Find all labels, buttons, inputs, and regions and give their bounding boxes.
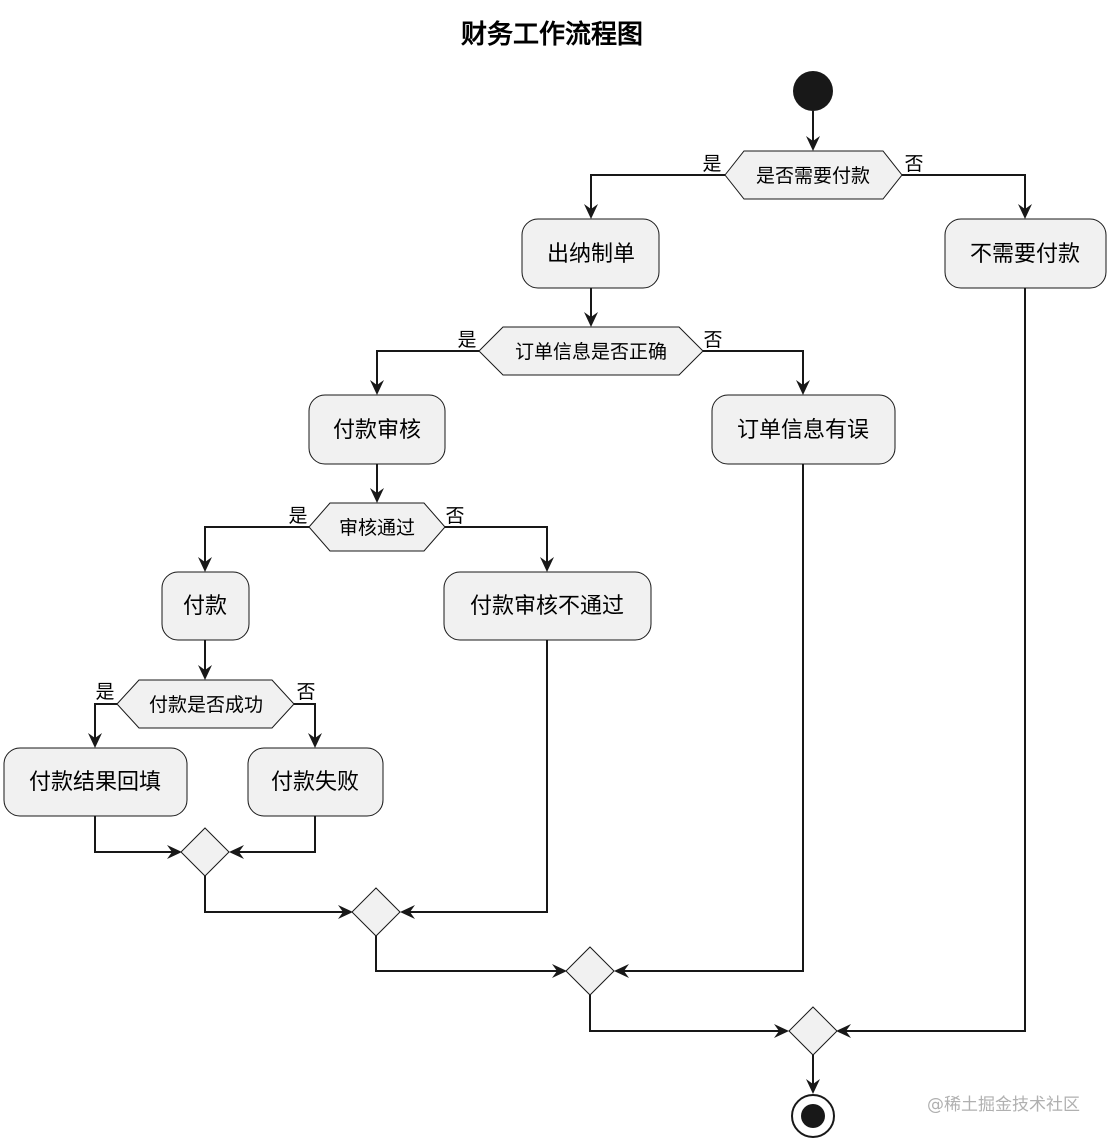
branch-label-no: 否 [904,153,923,175]
flow-pay-success-yes [94,703,117,743]
activity-order-err-label: 订单信息有误 [737,418,869,443]
flow-pay-success-no [294,703,316,743]
branch-label-yes: 是 [702,153,721,175]
activity-no-pay-label: 不需要付款 [970,242,1080,267]
diagram-title: 财务工作流程图 [461,20,643,50]
activity-audit-label: 付款审核 [333,418,421,443]
activity-pay-label: 付款 [183,594,227,619]
arrowhead [552,964,567,978]
decision-need-pay: 是否需要付款 [724,150,903,200]
branch-label-no: 否 [296,681,315,703]
arrowhead [198,557,212,572]
arrowhead [806,1079,820,1094]
activity-no-pay: 不需要付款 [944,218,1107,289]
arrowhead [229,845,244,859]
flow-order-ok-yes [376,350,479,390]
flow-audit-fail-to-merge2 [405,640,548,913]
activity-cashier: 出纳制单 [521,218,660,289]
arrowhead [88,733,102,748]
arrowhead [308,733,322,748]
activity-audit-fail-label: 付款审核不通过 [470,594,624,619]
decision-order-ok: 订单信息是否正确 [478,326,704,376]
flow-order-ok-no [703,350,804,390]
merge-node-3 [565,946,615,996]
branch-label-no: 否 [703,329,722,351]
flow-merge1-to-merge2 [204,876,348,913]
watermark: @稀土掘金技术社区 [927,1095,1080,1115]
flow-audit-pass-yes [204,526,309,567]
arrowhead [774,1024,789,1038]
activity-fill-result: 付款结果回填 [3,747,188,817]
merge-node-2 [351,887,401,937]
activity-audit: 付款审核 [308,394,446,465]
arrowhead [806,136,820,151]
branch-label-no: 否 [445,505,464,527]
arrowhead [370,488,384,503]
end-node [791,1094,835,1138]
arrowhead [400,905,415,919]
activity-audit-fail: 付款审核不通过 [443,571,652,641]
decision-pay-success-label: 付款是否成功 [149,694,263,716]
flow-need-pay-no [902,174,1026,214]
arrowhead [540,557,554,572]
branch-label-yes: 是 [457,329,476,351]
activity-pay-fail: 付款失败 [247,747,384,817]
flow-need-pay-yes [590,174,725,214]
arrowhead [614,964,629,978]
flow-audit-pass-no [445,526,548,567]
decision-pay-success: 付款是否成功 [116,679,295,729]
flow-no-pay-to-merge4 [841,288,1026,1032]
activity-fill-result-label: 付款结果回填 [29,770,161,795]
flow-order-err-to-merge3 [619,464,804,972]
branch-label-yes: 是 [95,681,114,703]
arrowhead [796,380,810,395]
decision-order-ok-label: 订单信息是否正确 [515,341,667,363]
arrowhead [370,380,384,395]
arrowhead [584,312,598,327]
flow-merge2-to-merge3 [375,936,562,972]
decision-need-pay-label: 是否需要付款 [756,165,870,187]
branch-label-yes: 是 [288,505,307,527]
arrowhead [836,1024,851,1038]
merge-node-4 [788,1006,838,1056]
activity-pay-fail-label: 付款失败 [271,770,359,795]
flow-fill-result-to-merge1 [94,816,177,853]
arrowhead [198,665,212,680]
start-node [793,71,833,111]
arrowhead [1018,204,1032,219]
arrowhead [167,845,182,859]
merge-node-1 [180,827,230,877]
flow-pay-fail-to-merge1 [234,816,316,853]
arrowhead [338,905,353,919]
decision-audit-pass: 审核通过 [308,502,446,552]
flow-merge3-to-merge4 [589,995,784,1032]
arrowhead [584,204,598,219]
activity-pay: 付款 [161,571,250,641]
decision-audit-pass-label: 审核通过 [339,517,415,539]
connectors [88,111,1032,1094]
activity-order-err: 订单信息有误 [711,394,896,465]
activity-cashier-label: 出纳制单 [547,242,635,267]
